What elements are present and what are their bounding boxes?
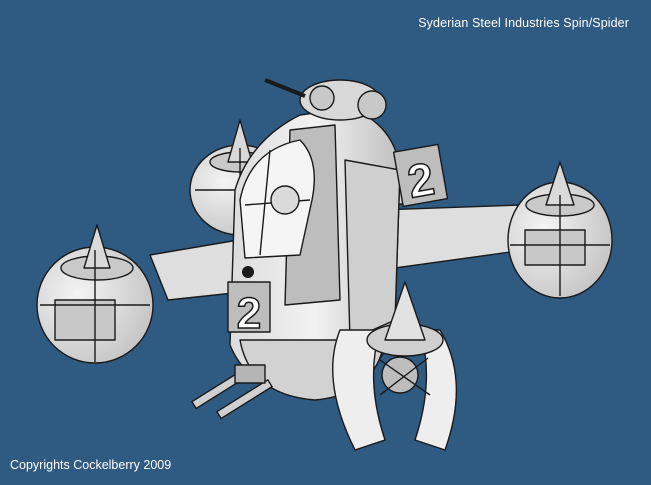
skull-emblem-icon (242, 266, 254, 278)
title-caption: Syderian Steel Industries Spin/Spider (418, 16, 629, 30)
cockpit-canopy (239, 139, 315, 259)
dorsal-turret (264, 78, 387, 121)
copyright-caption: Copyrights Cockelberry 2009 (10, 458, 172, 472)
nacelle-right (507, 161, 613, 299)
wing-arm-right (379, 204, 526, 269)
decal-plate-front (227, 281, 271, 333)
forward-guns (191, 364, 273, 420)
nacelle-front-right (332, 281, 457, 451)
hull-number-front: 2 (237, 289, 261, 338)
nacelle-left (36, 224, 154, 364)
decal-plate-side (392, 143, 449, 208)
